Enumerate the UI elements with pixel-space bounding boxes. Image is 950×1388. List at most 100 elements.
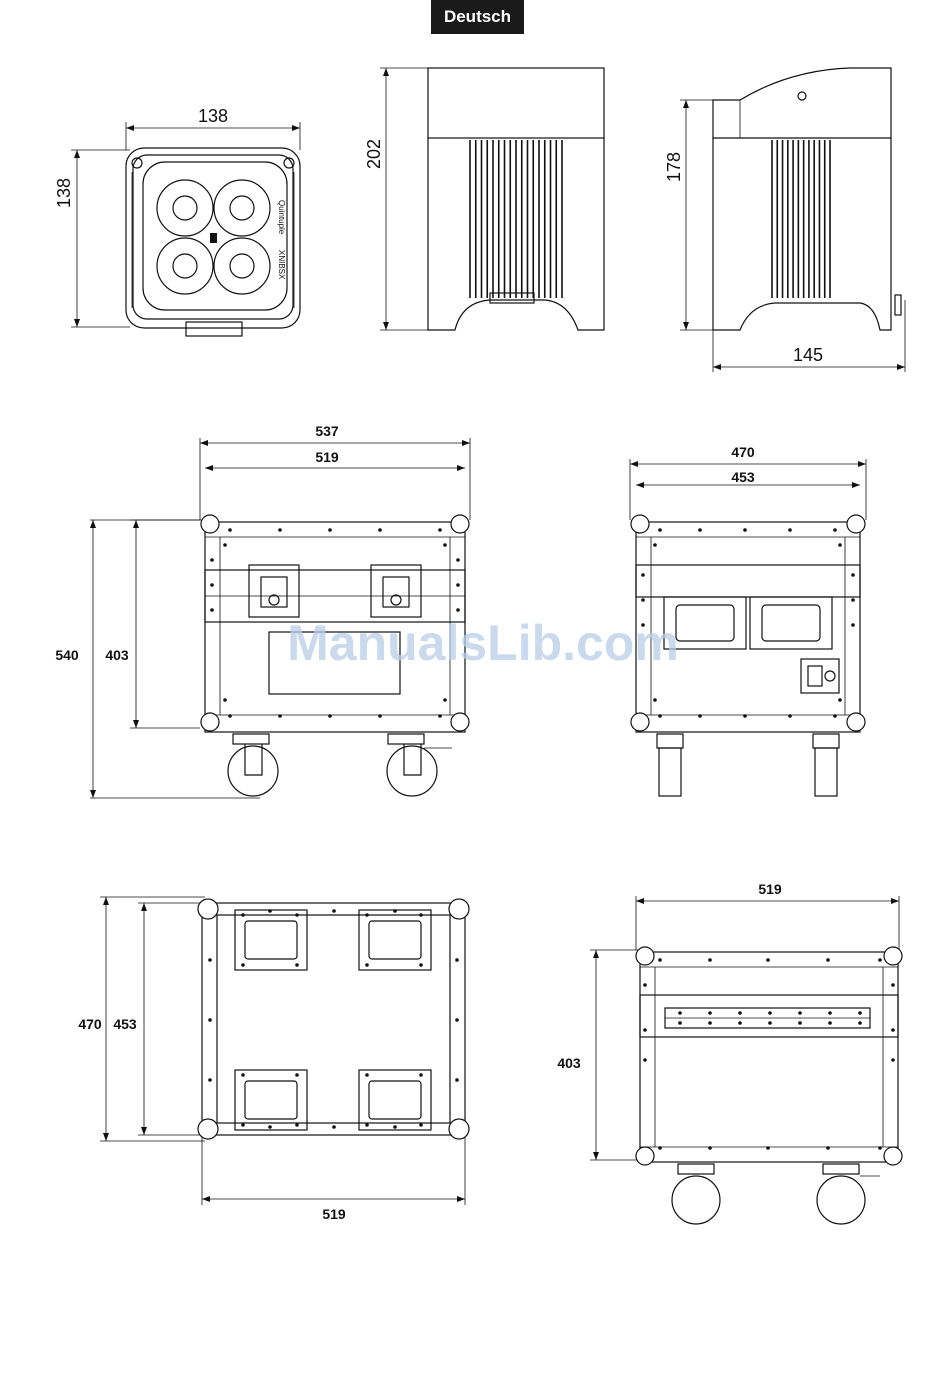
rivet bbox=[208, 1018, 212, 1022]
rivet bbox=[241, 1123, 245, 1127]
rivet bbox=[641, 598, 645, 602]
case-back-view bbox=[590, 896, 902, 1224]
dim-top-right-depth: 145 bbox=[793, 345, 823, 365]
rivet bbox=[678, 1021, 682, 1025]
rivet bbox=[828, 1021, 832, 1025]
rivet bbox=[833, 714, 837, 718]
case-top-view bbox=[100, 897, 469, 1205]
dim-top-mid-height: 202 bbox=[364, 139, 384, 169]
rivet bbox=[419, 1073, 423, 1077]
rivet bbox=[768, 1011, 772, 1015]
rivet bbox=[393, 1125, 397, 1129]
rivet bbox=[241, 963, 245, 967]
light-side-view bbox=[380, 68, 604, 330]
rivet bbox=[826, 958, 830, 962]
rivet bbox=[223, 698, 227, 702]
dim-case-front-total-height: 540 bbox=[55, 647, 79, 663]
heat-sink-fins bbox=[470, 140, 562, 298]
rivet bbox=[658, 958, 662, 962]
rivet bbox=[658, 1146, 662, 1150]
dim-top-right-height: 178 bbox=[664, 152, 684, 182]
rivet bbox=[658, 714, 662, 718]
rivet bbox=[708, 958, 712, 962]
rivet bbox=[653, 698, 657, 702]
rivet bbox=[419, 963, 423, 967]
rivet bbox=[766, 1146, 770, 1150]
rivet bbox=[838, 698, 842, 702]
rivet bbox=[698, 528, 702, 532]
rivet bbox=[365, 913, 369, 917]
rivet bbox=[851, 598, 855, 602]
rivet bbox=[443, 543, 447, 547]
dim-case-side-outer-width: 470 bbox=[731, 444, 755, 460]
rivet bbox=[828, 1011, 832, 1015]
rivet bbox=[223, 543, 227, 547]
rivet bbox=[891, 983, 895, 987]
rivet bbox=[208, 1078, 212, 1082]
rivet bbox=[278, 714, 282, 718]
rivet bbox=[798, 1011, 802, 1015]
rivet bbox=[210, 558, 214, 562]
rivet bbox=[708, 1021, 712, 1025]
rivet bbox=[858, 1021, 862, 1025]
rivet bbox=[643, 983, 647, 987]
rivet bbox=[698, 714, 702, 718]
rivet bbox=[295, 1073, 299, 1077]
rivet bbox=[766, 958, 770, 962]
dim-case-front-inner-width: 519 bbox=[315, 449, 339, 465]
rivet bbox=[768, 1021, 772, 1025]
dim-top-left-height: 138 bbox=[54, 178, 74, 208]
rivet bbox=[328, 528, 332, 532]
rivet bbox=[438, 714, 442, 718]
device-brand-label: XNIBSX bbox=[277, 250, 286, 280]
dim-case-top-depth-inner: 453 bbox=[113, 1016, 137, 1032]
heat-sink-fins-angled bbox=[772, 140, 830, 298]
rivet bbox=[210, 608, 214, 612]
rivet bbox=[268, 1125, 272, 1129]
rivet bbox=[295, 913, 299, 917]
rivet bbox=[455, 1018, 459, 1022]
rivet bbox=[378, 528, 382, 532]
case-back-rivets bbox=[643, 958, 895, 1150]
rivet bbox=[278, 528, 282, 532]
rivet bbox=[228, 528, 232, 532]
rivet bbox=[268, 909, 272, 913]
rivet bbox=[295, 1123, 299, 1127]
rivet bbox=[455, 1078, 459, 1082]
dim-top-left-width: 138 bbox=[198, 106, 228, 126]
rivet bbox=[858, 1011, 862, 1015]
rivet bbox=[332, 1125, 336, 1129]
rivet bbox=[833, 528, 837, 532]
rivet bbox=[643, 1058, 647, 1062]
dim-case-top-depth-outer: 470 bbox=[78, 1016, 102, 1032]
rivet bbox=[891, 1028, 895, 1032]
rivet bbox=[456, 558, 460, 562]
rivet bbox=[743, 714, 747, 718]
dim-case-front-outer-width: 537 bbox=[315, 423, 339, 439]
rivet bbox=[241, 1073, 245, 1077]
rivet bbox=[438, 528, 442, 532]
rivet bbox=[332, 909, 336, 913]
rivet bbox=[443, 698, 447, 702]
rivet bbox=[891, 1058, 895, 1062]
rivet bbox=[658, 528, 662, 532]
rivet bbox=[456, 608, 460, 612]
rivet bbox=[708, 1011, 712, 1015]
rivet bbox=[743, 528, 747, 532]
rivet bbox=[328, 714, 332, 718]
rivet bbox=[365, 963, 369, 967]
rivet bbox=[738, 1011, 742, 1015]
rivet bbox=[365, 1123, 369, 1127]
light-angled-view bbox=[680, 68, 905, 372]
rivet bbox=[641, 573, 645, 577]
rivet bbox=[878, 958, 882, 962]
dim-case-front-body-height: 403 bbox=[105, 647, 129, 663]
rivet bbox=[393, 909, 397, 913]
rivet bbox=[210, 583, 214, 587]
watermark: ManualsLib.com bbox=[287, 615, 679, 671]
rivet bbox=[241, 913, 245, 917]
rivet bbox=[708, 1146, 712, 1150]
rivet bbox=[455, 958, 459, 962]
rivet bbox=[295, 963, 299, 967]
dim-case-back-width: 519 bbox=[758, 881, 782, 897]
